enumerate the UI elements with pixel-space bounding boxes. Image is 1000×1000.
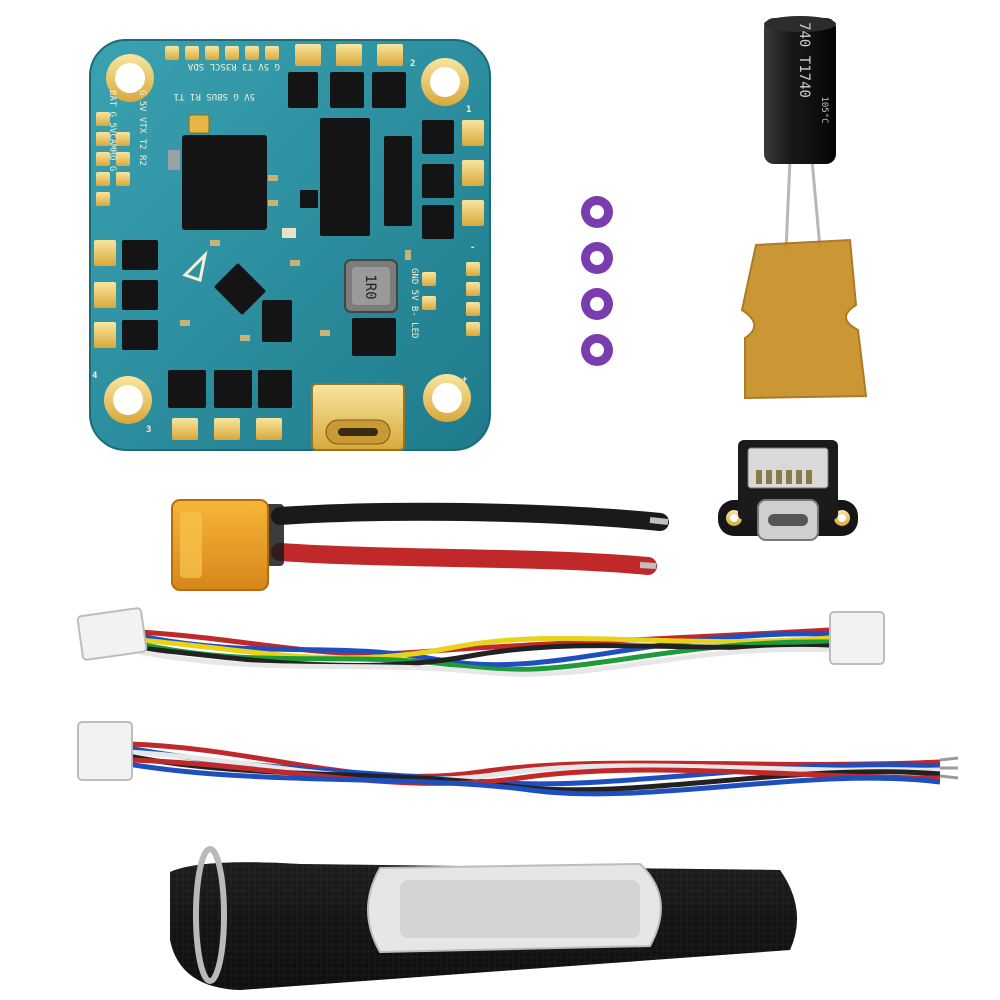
silk-minus: - bbox=[470, 243, 475, 253]
capacitor-rating: 105°C bbox=[819, 96, 829, 123]
6-pin-cable bbox=[76, 607, 885, 677]
silk-left-col-2: G 5V VTX T2 R2 bbox=[137, 90, 147, 166]
usb-c-adapter-board bbox=[718, 440, 858, 541]
capacitor-marking: 740 T1740 bbox=[796, 22, 812, 98]
left-solder-pads bbox=[94, 112, 130, 348]
onboard-usb-port bbox=[311, 383, 405, 451]
8-pin-cable bbox=[77, 721, 959, 797]
silk-right-pads: GND 5V B- LED bbox=[409, 268, 419, 338]
inductor: 1R0 bbox=[344, 259, 398, 313]
silk-corner-4: 4 bbox=[92, 371, 98, 381]
right-solder-pads bbox=[422, 120, 484, 336]
purple-washers bbox=[581, 196, 613, 366]
chips bbox=[122, 72, 454, 408]
passive-components bbox=[168, 150, 411, 341]
silk-corner-2: 2 bbox=[410, 59, 415, 69]
boot-button bbox=[188, 114, 210, 134]
bottom-solder-pads bbox=[172, 418, 282, 440]
silk-top-row: G 5V T3 R3SCL SDA bbox=[187, 61, 280, 71]
silk-plus: + bbox=[462, 375, 468, 385]
electrolytic-capacitor: 740 T1740 105°C bbox=[764, 16, 836, 251]
kapton-tape bbox=[740, 238, 868, 400]
top-solder-pads bbox=[165, 44, 403, 66]
xt30-power-lead bbox=[171, 499, 669, 591]
silk-second-row: 5V G SBUS R1 T1 bbox=[174, 91, 255, 101]
flight-controller-board: 1R0 G 5V T3 R3SCL SDA 5V G SBUS R1 T1 BA… bbox=[89, 39, 491, 451]
inductor-marking: 1R0 bbox=[362, 274, 378, 299]
battery-strap bbox=[170, 846, 798, 990]
silk-corner-3: 3 bbox=[146, 425, 151, 435]
strap-buckle bbox=[193, 846, 227, 984]
silk-corner-1: 1 bbox=[466, 105, 471, 115]
direction-arrow-icon bbox=[182, 250, 208, 282]
mounting-holes bbox=[104, 54, 471, 424]
silk-left-col-1: BAT G 5VCAMRO G bbox=[107, 90, 117, 171]
